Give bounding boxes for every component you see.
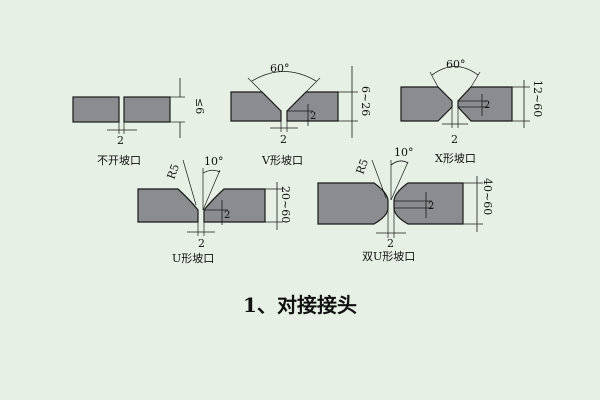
x-gap-value: 2	[451, 133, 458, 146]
v-label: V形坡口	[261, 154, 303, 167]
double-u-radius-value: R5	[354, 157, 371, 176]
double-u-gap-value: 2	[387, 237, 394, 250]
square-label: 不开坡口	[97, 154, 141, 167]
x-thickness-value: 12~60	[531, 80, 544, 117]
joint-u: R5 10° 2 2 20~60 U形坡口	[137, 155, 292, 265]
u-right-plate	[203, 188, 266, 223]
u-label: U形坡口	[172, 252, 214, 265]
x-left-plate	[400, 86, 453, 122]
u-thickness-value: 20~60	[279, 186, 292, 223]
v-angle-value: 60°	[270, 62, 290, 75]
x-root-face-value: 2	[484, 100, 490, 111]
v-root-face-value: 2	[310, 111, 316, 122]
v-right-plate	[286, 91, 339, 122]
v-thickness-value: 6~26	[359, 86, 372, 116]
square-thickness-value: ≤6	[193, 98, 206, 114]
x-label: X形坡口	[435, 152, 476, 165]
square-right-plate	[123, 96, 171, 123]
u-gap-value: 2	[198, 237, 205, 250]
u-angle-value: 10°	[204, 155, 224, 168]
joint-square: 2 ≤6 不开坡口	[72, 78, 206, 167]
u-root-face-value: 2	[224, 210, 230, 221]
joint-double-u: R5 10° 2 2 40~60 双U形坡口	[317, 146, 494, 263]
diagram-caption: 1、对接接头	[243, 293, 357, 317]
u-radius-value: R5	[165, 162, 182, 181]
v-left-plate	[230, 91, 282, 122]
double-u-thickness-value: 40~60	[481, 178, 494, 215]
u-left-plate	[137, 188, 199, 223]
square-left-plate	[72, 96, 120, 123]
double-u-label: 双U形坡口	[362, 250, 415, 263]
joint-x: 60° 2 2 12~60 X形坡口	[400, 58, 544, 165]
square-gap-value: 2	[117, 134, 124, 147]
double-u-left-plate	[317, 182, 389, 225]
joint-v: 60° 2 2 6~26 V形坡口	[230, 62, 372, 167]
v-gap-value: 2	[280, 133, 287, 146]
double-u-root-face-value: 2	[428, 201, 434, 212]
x-angle-value: 60°	[446, 58, 466, 71]
double-u-angle-value: 10°	[394, 146, 414, 159]
